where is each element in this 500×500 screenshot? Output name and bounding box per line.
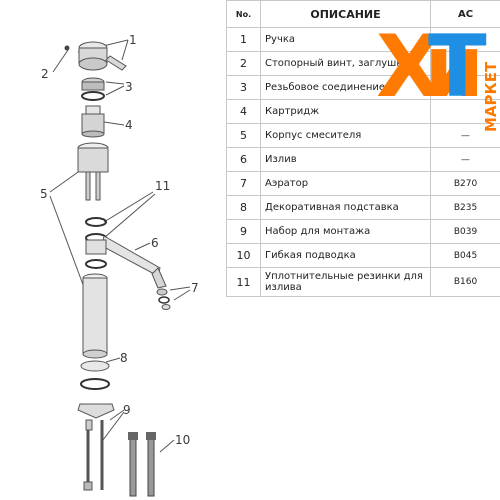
part-aerator [156,288,171,310]
callout-11: 11 [155,179,170,193]
table-header-row: No. ОПИСАНИЕ АС [226,0,500,28]
part-set-screw [64,45,70,51]
callout-5: 5 [40,187,48,201]
part-cartridge [81,105,105,138]
store-logo: Х и Т МАРКЕТ [376,17,500,132]
exploded-faucet-diagram: 1 2 3 4 5 6 7 8 9 10 11 [40,33,199,497]
part-body-tube [82,273,108,359]
part-decorative-base [80,360,110,390]
leader-line-1b [121,39,129,61]
callout-7: 7 [191,281,199,295]
leader-line-2 [52,49,69,73]
leader-line-9b [102,411,125,441]
part-oring-upper [85,217,107,227]
leader-line-10 [159,439,175,453]
logo-side-text: МАРКЕТ [482,61,500,132]
part-handle [78,41,127,71]
leader-line-4 [103,121,125,126]
callout-9: 9 [123,403,131,417]
leader-line-9 [109,409,125,421]
header-no: No. [226,0,261,28]
leader-line-8 [105,357,121,363]
logo-letter-t: Т [428,17,487,117]
leader-line-3 [105,81,125,85]
part-flexible-hoses [128,432,156,497]
callout-1: 1 [129,33,137,47]
callout-6: 6 [151,236,159,250]
part-spout [85,235,167,289]
leader-line-11b [103,193,156,239]
callout-3: 3 [125,80,133,94]
leader-line-5b [49,195,86,291]
leader-line-3b [105,85,125,96]
part-mounting-kit [77,403,115,491]
logo-letter-kh: Х [376,17,442,117]
part-threaded-connection [81,77,105,101]
logo-letter-i: и [424,17,484,117]
callout-10: 10 [175,433,190,447]
leader-line-11 [103,191,154,223]
leader-line-6 [134,242,151,251]
part-body-upper [77,142,109,201]
leader-line-7 [169,286,191,291]
callout-8: 8 [120,351,128,365]
callout-4: 4 [125,118,133,132]
leader-line-7b [173,289,191,301]
callout-2: 2 [41,67,49,81]
